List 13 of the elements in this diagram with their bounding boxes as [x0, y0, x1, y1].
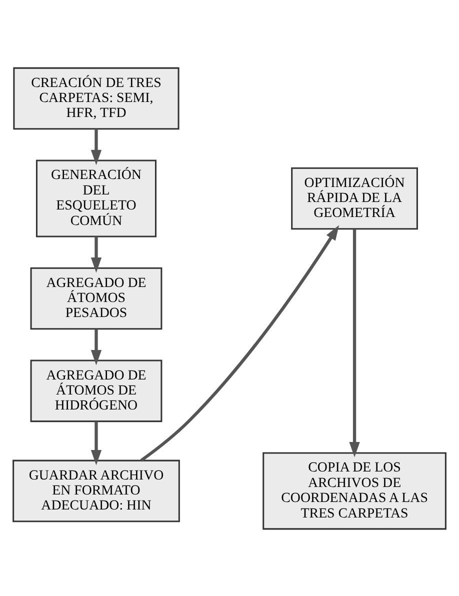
node-box: OPTIMIZACIÓN RÁPIDA DE LA GEOMETRÍA [291, 166, 418, 230]
arrow [90, 328, 102, 365]
arrow [349, 228, 360, 457]
arrow [140, 224, 340, 462]
node-box: GENERACIÓN DEL ESQUELETO COMÚN [36, 159, 156, 237]
arrow [90, 128, 102, 165]
arrow [90, 420, 102, 465]
node-box: AGREGADO DE ÁTOMOS DE HIDRÓGENO [30, 359, 162, 422]
node-box: AGREGADO DE ÁTOMOS PESADOS [30, 266, 162, 330]
arrow [90, 236, 102, 272]
node-box: GUARDAR ARCHIVO EN FORMATO ADECUADO: HIN [12, 459, 180, 522]
node-box: COPIA DE LOS ARCHIVOS DE COORDENADAS A LAS TRES CARPETAS [262, 452, 446, 530]
node-box: CREACIÓN DE TRES CARPETAS: SEMI, HFR, TFD [13, 66, 180, 130]
